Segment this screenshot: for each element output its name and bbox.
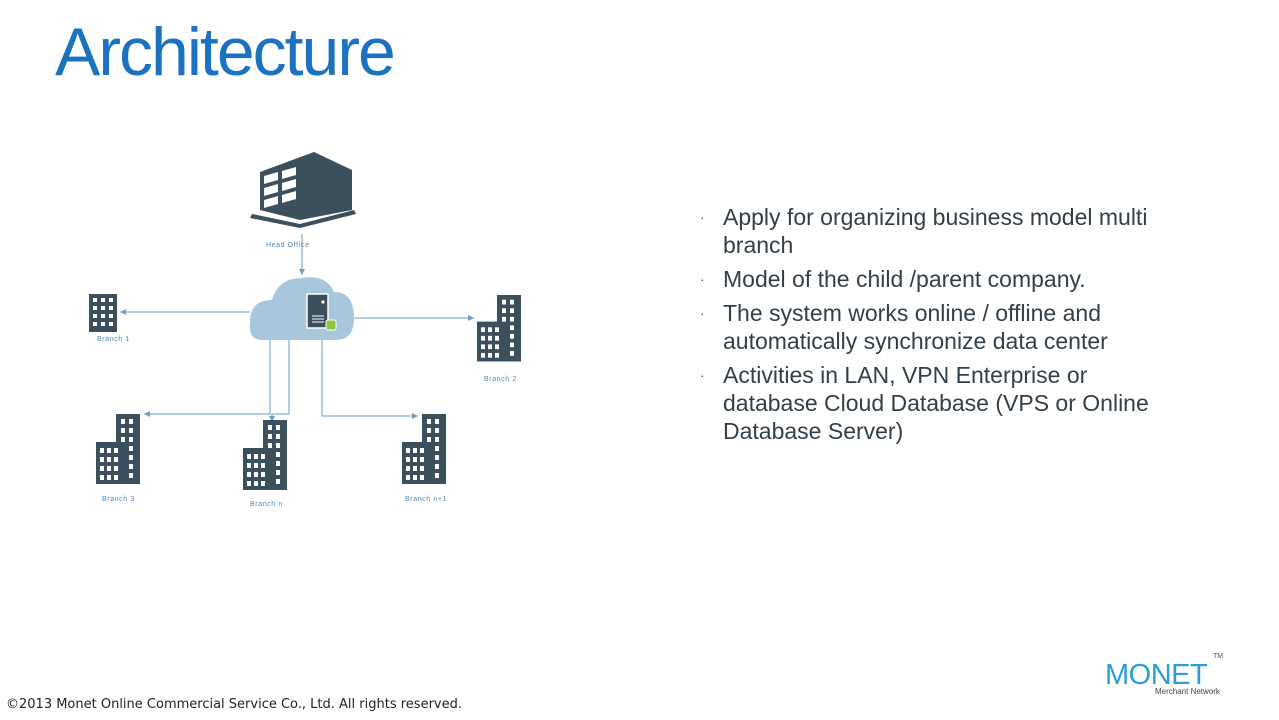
bullet-marker: ·: [700, 209, 705, 225]
node-label-branch-3: Branch 3: [102, 496, 135, 503]
logo-tagline: Merchant Network: [1155, 687, 1221, 696]
branch-3-node: Branch 3: [96, 414, 140, 503]
architecture-diagram: Head Office Branch 1 Branch 2 Branch: [89, 152, 521, 508]
bullet-item: · The system works online / offline and a…: [700, 299, 1150, 355]
building-icon: [243, 420, 287, 490]
node-label-branch-1: Branch 1: [97, 336, 130, 343]
branch-2-node: Branch 2: [477, 295, 521, 383]
branch-1-node: Branch 1: [89, 294, 130, 343]
page-title: Architecture: [55, 14, 396, 90]
bullet-text: Activities in LAN, VPN Enterprise or dat…: [723, 362, 1149, 444]
branch-n1-node: Branch n+1: [402, 414, 447, 503]
building-icon: [89, 294, 117, 332]
logo-wordmark: MONET: [1105, 659, 1208, 691]
bullet-text: Model of the child /parent company.: [723, 266, 1086, 292]
building-icon: [477, 295, 521, 362]
bullet-marker: ·: [700, 271, 705, 287]
logo-trademark: TM: [1213, 653, 1223, 660]
bullet-marker: ·: [700, 367, 705, 383]
branch-n-node: Branch n: [243, 420, 287, 508]
building-icon: [96, 414, 140, 484]
office-building-icon: [250, 152, 356, 228]
bullet-item: · Apply for organizing business model mul…: [700, 203, 1150, 259]
bullet-text: Apply for organizing business model mult…: [723, 204, 1148, 258]
cloud-server-icon: [249, 277, 354, 340]
bullet-marker: ·: [700, 305, 705, 321]
building-icon: [402, 414, 446, 484]
head-office-node: Head Office: [250, 152, 356, 249]
monet-logo: MONET TM Merchant Network: [1105, 653, 1223, 696]
node-label-head-office: Head Office: [266, 242, 309, 249]
bullet-text: The system works online / offline and au…: [723, 300, 1108, 354]
copyright-footer: ©2013 Monet Online Commercial Service Co…: [6, 697, 462, 712]
connection-arrows: [120, 234, 474, 422]
bullet-item: · Activities in LAN, VPN Enterprise or da…: [700, 361, 1150, 445]
node-label-branch-2: Branch 2: [484, 376, 517, 383]
node-label-branch-n1: Branch n+1: [405, 496, 447, 503]
node-label-branch-n: Branch n: [250, 501, 283, 508]
bullet-item: · Model of the child /parent company.: [700, 265, 1150, 293]
bullet-list: · Apply for organizing business model mul…: [700, 203, 1150, 451]
